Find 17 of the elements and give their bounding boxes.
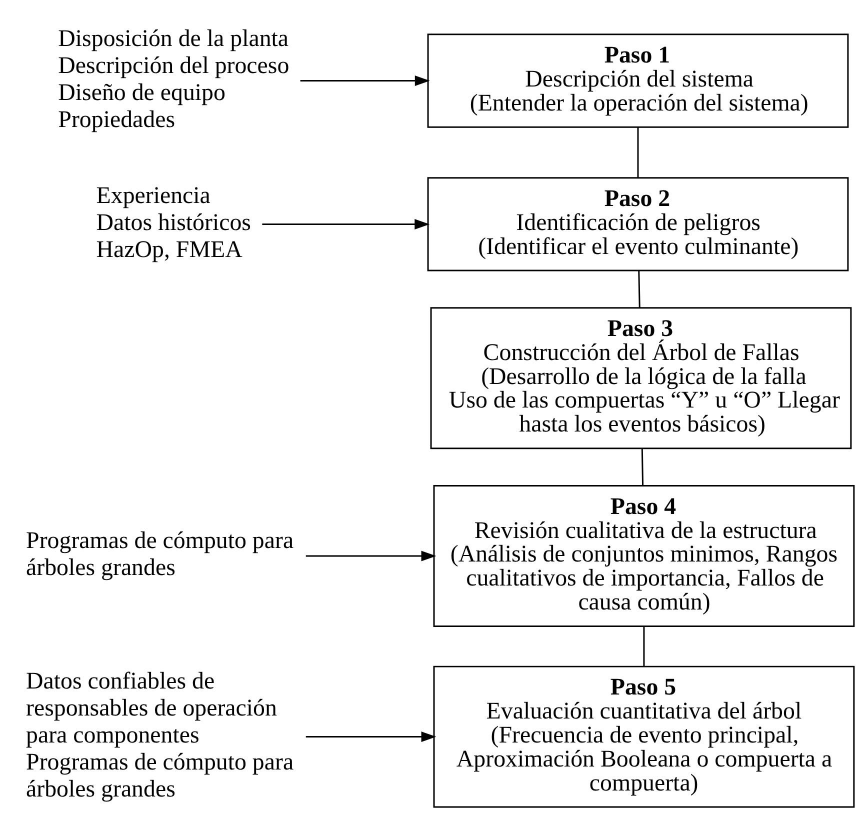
node-text: Datos confiables de responsables de operación para componentes Programas de cómputo para árboles grandes — [26, 668, 294, 802]
node-box: Paso 5 Evaluación cuantitativa del árbol (Frecuencia de evento principal, Aproximación Booleana o compuerta a compuerta) — [433, 665, 855, 808]
node-box: Paso 2 Identificación de peligros (Identificar el evento culminante) — [427, 176, 849, 271]
node-text: Experiencia Datos históricos HazOp, FMEA — [96, 182, 251, 262]
arrow — [300, 75, 430, 86]
arrow — [306, 550, 436, 561]
connector — [643, 626, 645, 666]
node-text: Programas de cómputo para árboles grandes — [26, 528, 294, 581]
arrow — [306, 731, 436, 742]
node-text: Disposición de la planta Descripción del proceso Diseño de equipo Propiedades — [58, 26, 290, 132]
connector — [641, 448, 644, 485]
node-box: Paso 4 Revisión cualitativa de la estructura (Análisis de conjuntos minimos, Rangos cualitativos de importancia, Fallos de causa común) — [433, 484, 855, 626]
node-box: Paso 1 Descripción del sistema (Entender la operación del sistema) — [427, 33, 849, 128]
connector — [637, 126, 639, 178]
connector — [638, 270, 640, 308]
node-box: Paso 3 Construcción del Árbol de Fallas (Desarrollo de la lógica de la falla Uso de las compuertas “Y” u “O” Llegar hasta los eventos básicos) — [430, 306, 852, 449]
arrow — [262, 218, 430, 229]
